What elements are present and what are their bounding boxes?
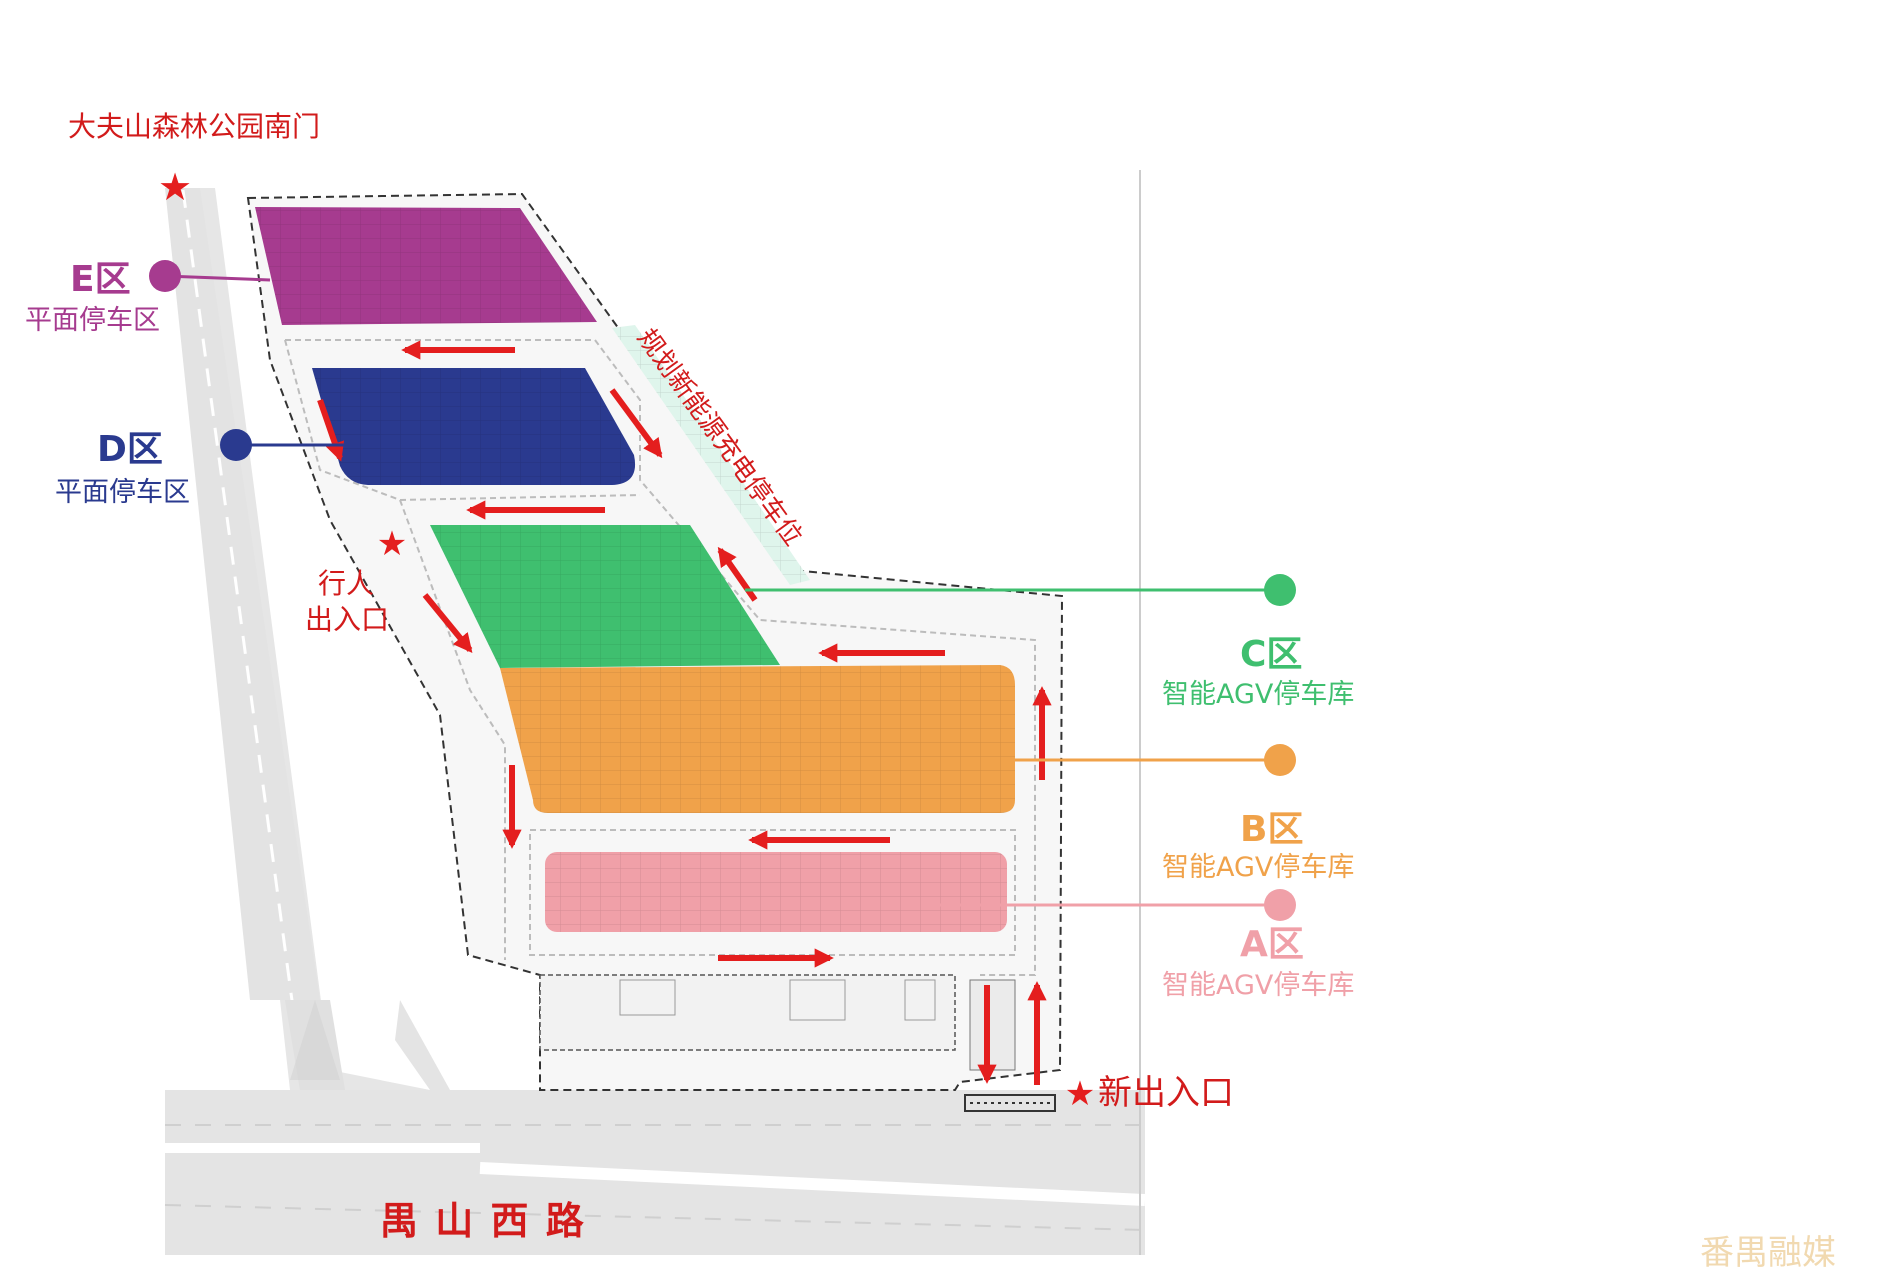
watermark: 番禺融媒 [1700, 1233, 1836, 1273]
zone-e-leader [149, 260, 271, 292]
road-name: 禺 山 西 路 [380, 1199, 586, 1243]
zone-e-area [255, 207, 597, 325]
zone-d-code: D区 [97, 429, 163, 470]
zone-b-code: B区 [1240, 809, 1304, 850]
zone-b-area [500, 665, 1015, 813]
zone-c-area [430, 525, 780, 668]
landmark-star-icon: ★ [158, 165, 192, 209]
zone-d-area [312, 368, 636, 485]
zone-b-desc: 智能AGV停车库 [1162, 852, 1355, 883]
main-road [164, 1090, 1146, 1255]
pedestrian-label-line1: 行人 [318, 567, 375, 600]
traffic-arrows [317, 340, 1052, 1085]
entrance-gate [964, 1094, 1056, 1112]
zone-e-desc: 平面停车区 [25, 305, 160, 336]
zone-a-code: A区 [1240, 924, 1304, 965]
pedestrian-label-line2: 出入口 [305, 603, 390, 636]
charging-strip [612, 325, 810, 585]
landmark-label: 大夫山森林公园南门 [68, 110, 321, 143]
zone-a-leader [930, 889, 1296, 921]
zone-b-leader [1015, 744, 1296, 776]
zone-c-leader [745, 574, 1296, 606]
zone-a-area [545, 852, 1007, 932]
zone-c-desc: 智能AGV停车库 [1162, 679, 1355, 710]
zone-c-code: C区 [1240, 634, 1303, 675]
new-entrance-label: 新出入口 [1098, 1073, 1234, 1113]
zone-e-code: E区 [70, 259, 131, 300]
internal-lanes [284, 339, 1036, 976]
entrance-star-icon: ★ [1065, 1074, 1095, 1114]
zone-d-desc: 平面停车区 [55, 477, 190, 508]
zone-d-leader [220, 429, 345, 461]
zone-a-desc: 智能AGV停车库 [1162, 970, 1355, 1001]
side-road [165, 188, 450, 1090]
pedestrian-star-icon: ★ [377, 524, 407, 564]
building [539, 974, 1016, 1071]
